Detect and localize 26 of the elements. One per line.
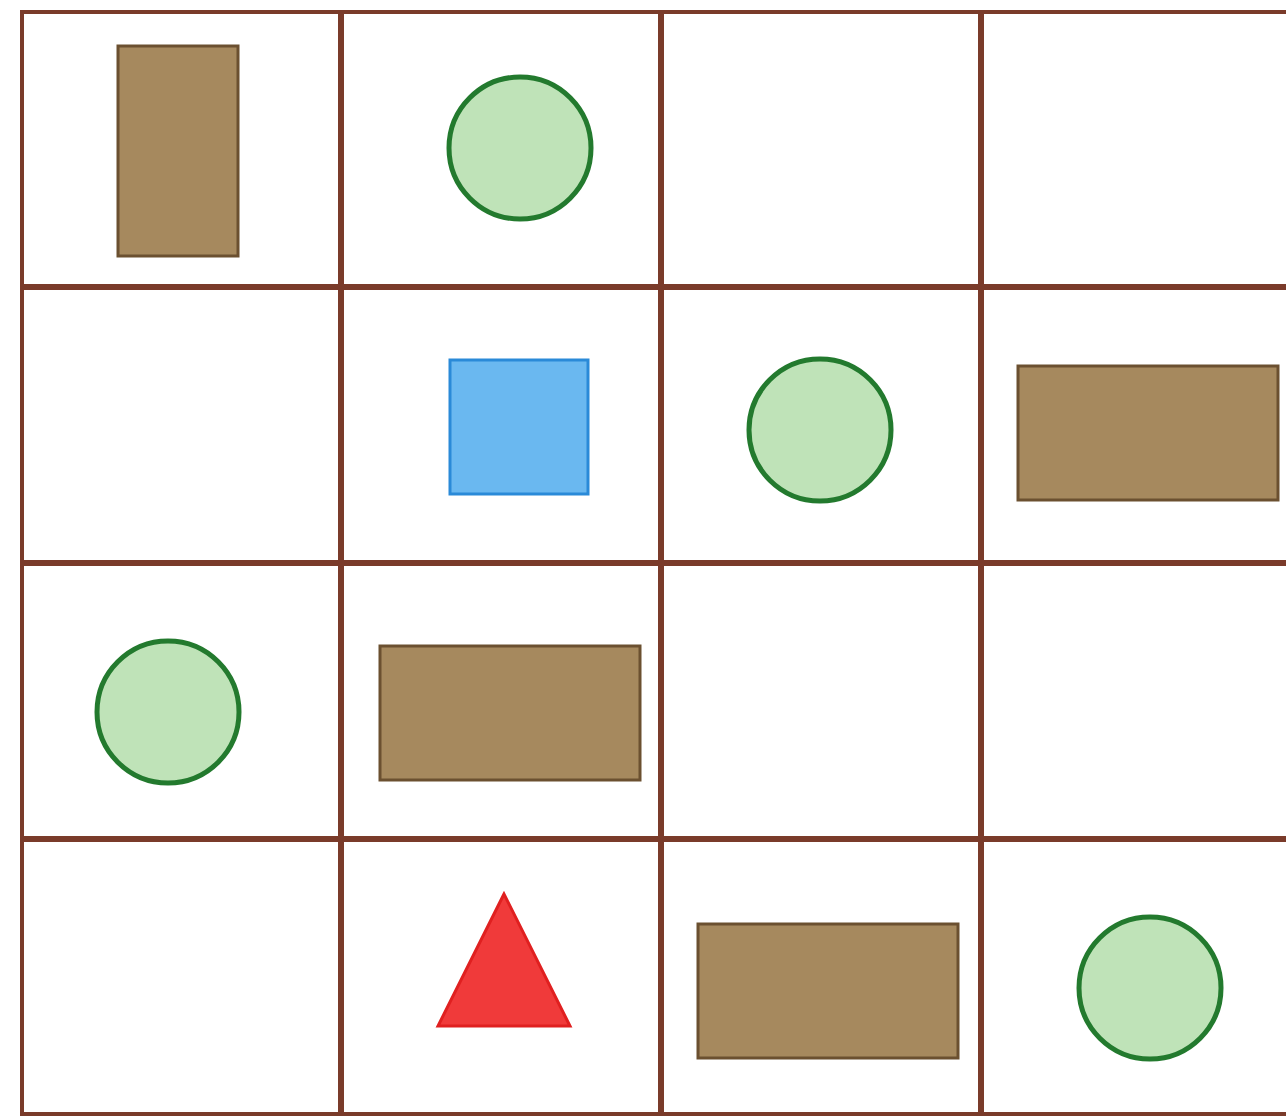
circle-shape (446, 74, 594, 222)
grid-cell (980, 286, 1286, 564)
grid-cell (340, 838, 662, 1116)
grid-cell (980, 10, 1286, 288)
grid-cell (20, 10, 342, 288)
rectangle-shape (1016, 364, 1280, 502)
circle-shape (746, 356, 894, 504)
grid-cell (20, 286, 342, 564)
grid-cell (980, 838, 1286, 1116)
square-shape (448, 358, 590, 496)
grid-cell (340, 286, 662, 564)
rectangle-shape (696, 922, 960, 1060)
triangle-shape (436, 892, 572, 1028)
rectangle-shape (116, 44, 240, 258)
grid-cell (980, 562, 1286, 840)
grid-cell (20, 838, 342, 1116)
grid-cell (660, 562, 982, 840)
grid-cell (340, 10, 662, 288)
circle-shape (94, 638, 242, 786)
grid-cell (20, 562, 342, 840)
grid-cell (660, 10, 982, 288)
circle-shape (1076, 914, 1224, 1062)
grid-cell (660, 286, 982, 564)
grid-cell (340, 562, 662, 840)
grid-cell (660, 838, 982, 1116)
rectangle-shape (378, 644, 642, 782)
